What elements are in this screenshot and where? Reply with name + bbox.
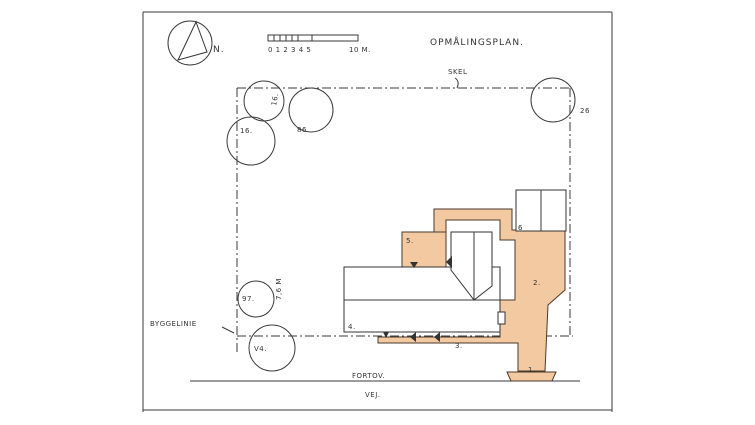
tree-label-3: 86. [297, 126, 310, 134]
tree-label-1: 16. [270, 93, 280, 107]
zone-6-label: 6 [518, 224, 523, 232]
tree-left-middle: 97. [237, 280, 275, 318]
main-house [343, 231, 506, 342]
tree-group-top-left: 16. 16. 86. [226, 80, 334, 166]
skel-pointer [454, 77, 459, 89]
shed-building [515, 189, 567, 232]
north-arrow: N. [167, 20, 225, 66]
fortov-label: FORTOV. [352, 372, 385, 380]
plan-title: OPMÅLINGSPLAN. [430, 36, 524, 48]
tree-label-4: 26 [580, 107, 590, 115]
building-line-label: BYGGELINIE [150, 320, 197, 328]
skel-label: SKEL [448, 68, 467, 76]
tree-label-2: 16. [240, 127, 253, 135]
tree-label-5: 97. [242, 295, 255, 303]
tree-left-bottom: V4. [248, 324, 296, 372]
property-boundary [236, 87, 571, 352]
paved-area [377, 208, 566, 382]
scale-bar: 0 1 2 3 4 5 10 M. [267, 34, 371, 54]
north-label: N. [213, 45, 225, 55]
tree-label-6: V4. [254, 345, 267, 353]
zone-2-label: 2. [533, 279, 541, 287]
scale-ticks-label: 0 1 2 3 4 5 [268, 46, 311, 54]
scale-end-label: 10 M. [349, 46, 371, 54]
vej-label: VEJ. [365, 391, 381, 399]
zone-3-label: 3. [455, 342, 463, 350]
zone-1-label: 1. [528, 366, 536, 374]
tree-top-right: 26 [530, 77, 590, 123]
zone-5-label: 5. [406, 237, 414, 245]
zone-4-label: 4. [348, 323, 356, 331]
measurement-label: 7,6 M [275, 278, 283, 300]
